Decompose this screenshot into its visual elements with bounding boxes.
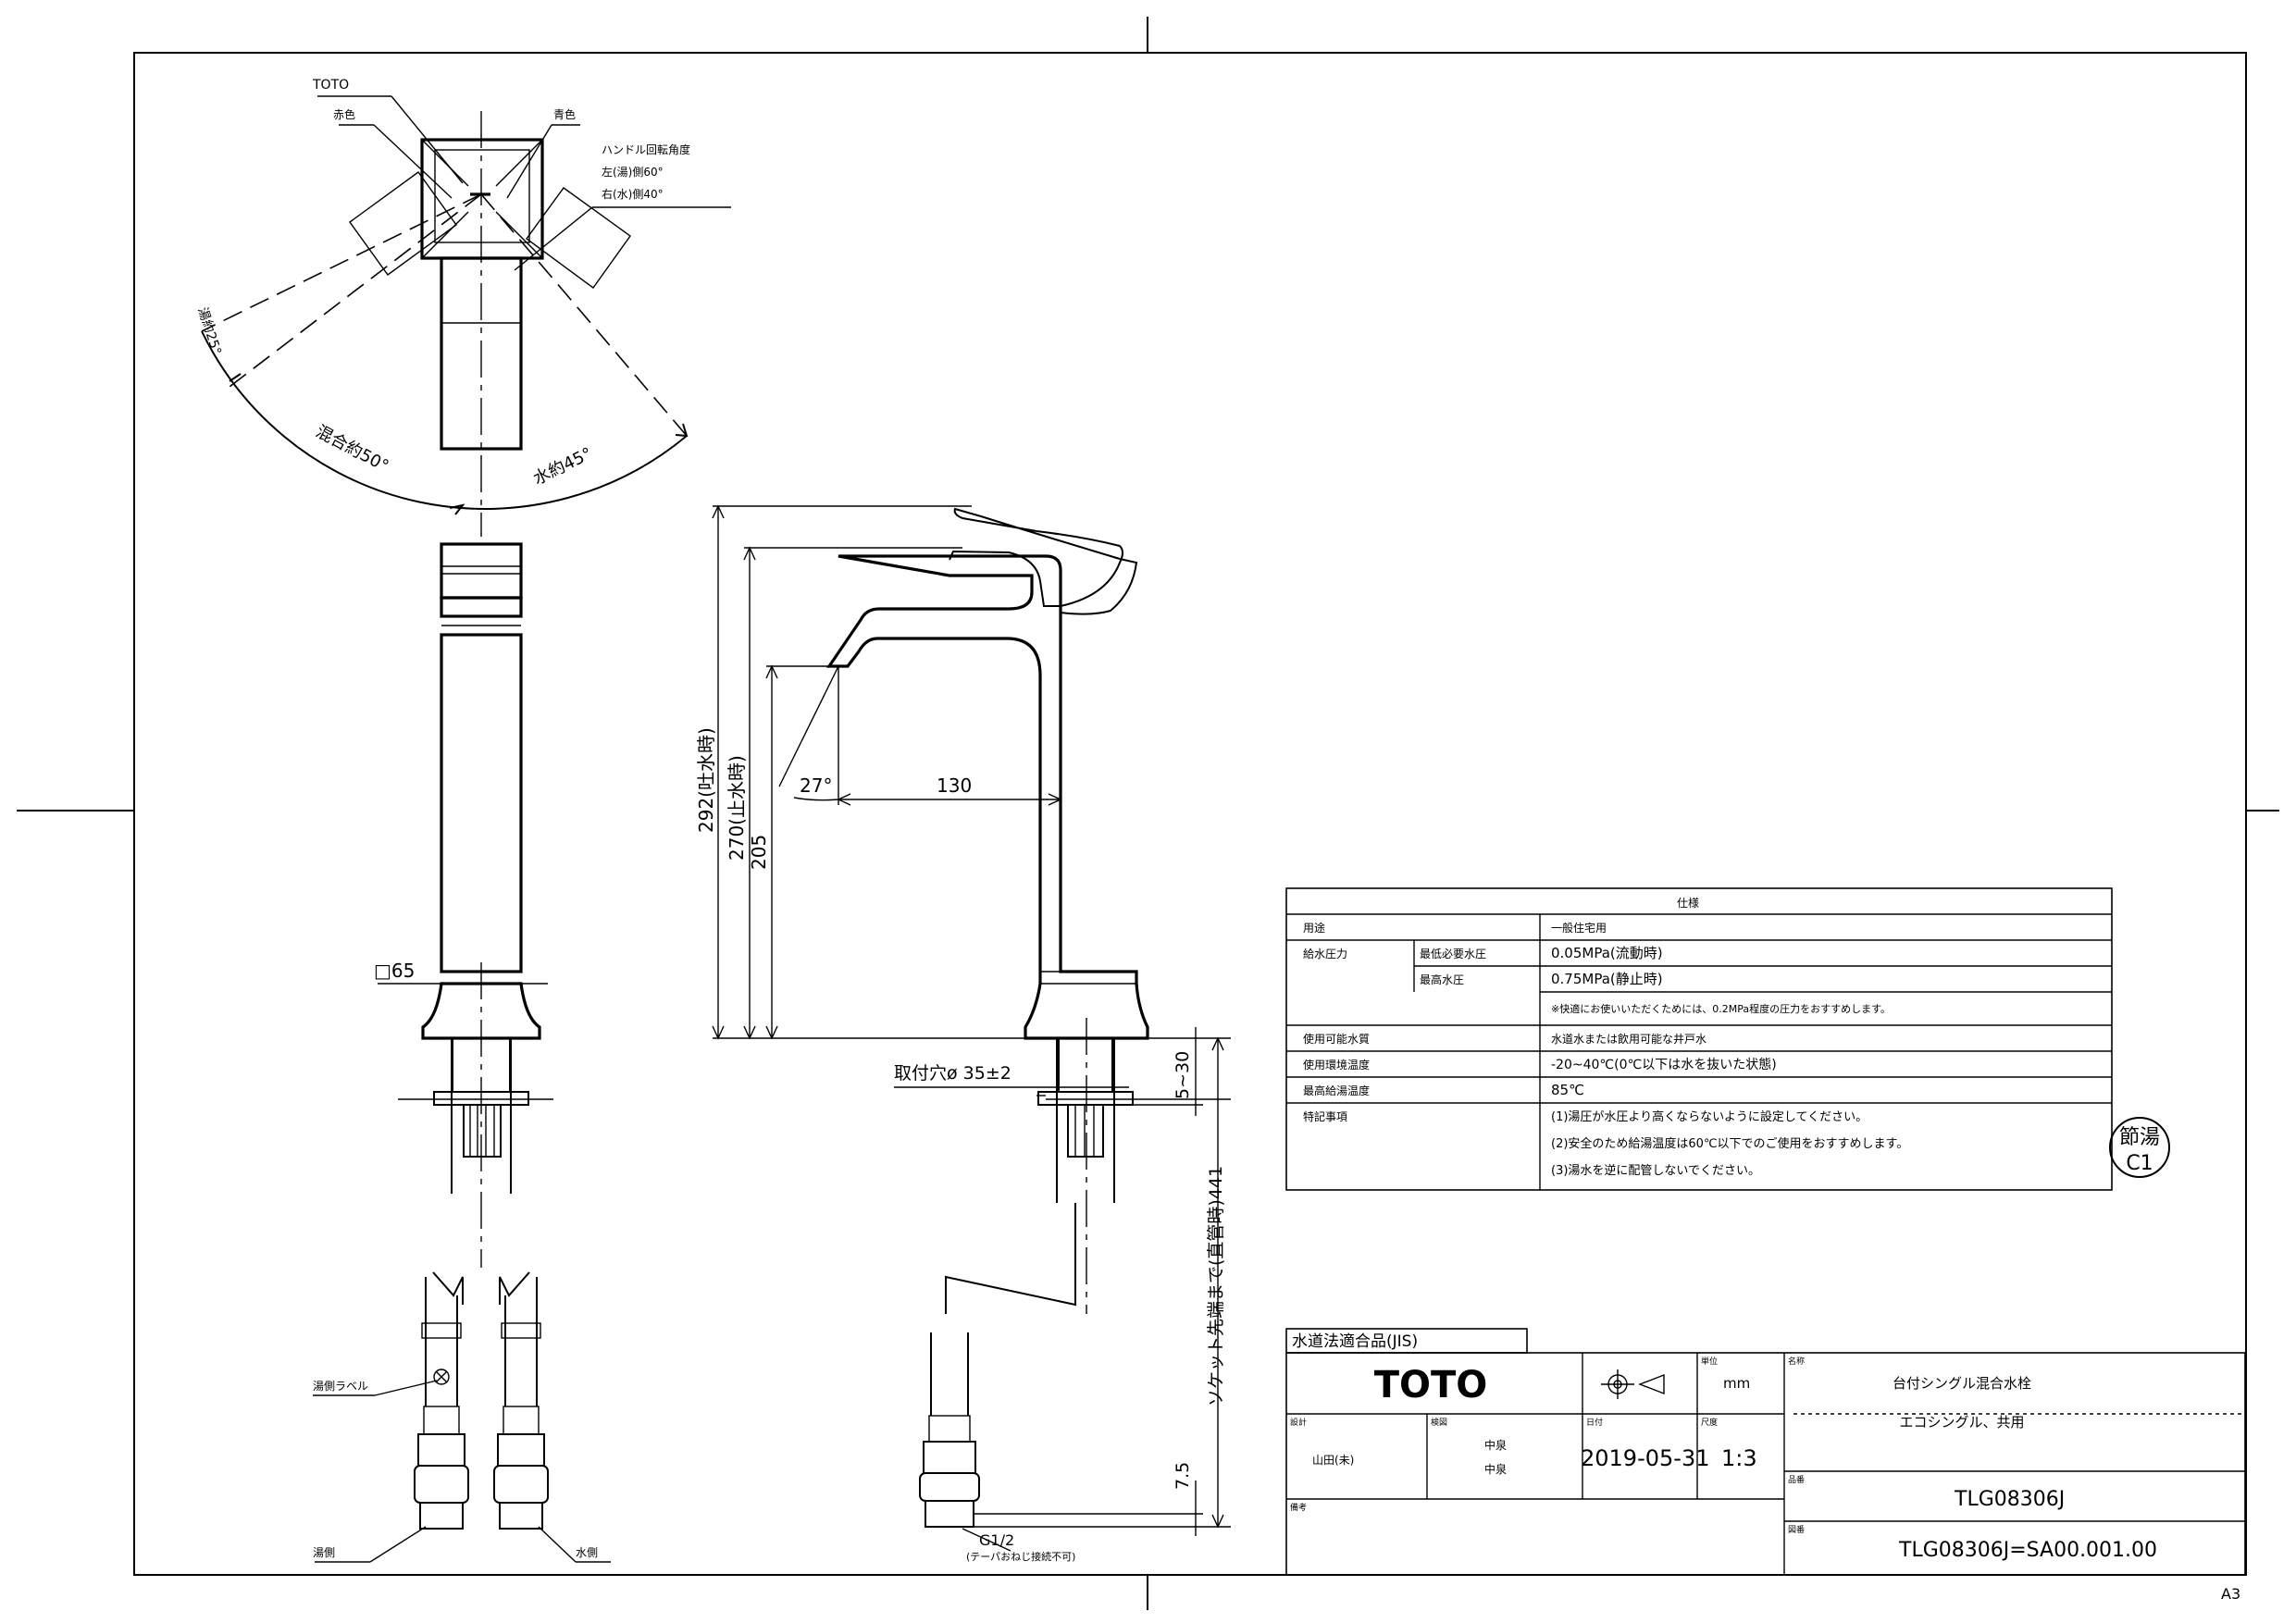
thread-label: G1/2 bbox=[979, 1531, 1014, 1549]
spec-sub-1: 最低必要水圧 bbox=[1420, 948, 1486, 960]
badge-bottom: C1 bbox=[2126, 1152, 2153, 1175]
spec-label-6: 最高給湯温度 bbox=[1303, 1084, 1370, 1097]
model-number: TLG08306J bbox=[1954, 1488, 2065, 1511]
scale-value: 1:3 bbox=[1721, 1445, 1757, 1471]
company-logo: TOTO bbox=[1374, 1364, 1488, 1406]
water-saving-badge bbox=[2109, 1117, 2170, 1178]
spec-label-1: 給水圧力 bbox=[1303, 948, 1347, 960]
dim-292: 292(吐水時) bbox=[695, 727, 717, 833]
model-label: 品番 bbox=[1788, 1474, 1805, 1485]
dim-205: 205 bbox=[748, 835, 770, 870]
spec-label-7: 特記事項 bbox=[1303, 1109, 1347, 1123]
hot-angle-label: 湯約25° bbox=[194, 305, 224, 356]
remark-label: 備考 bbox=[1290, 1502, 1307, 1513]
spec-value-8: (2)安全のため給湯温度は60℃以下でのご使用をおすすめします。 bbox=[1551, 1136, 1908, 1151]
sheet-size-label: A3 bbox=[2221, 1585, 2240, 1603]
mix-angle-label: 混合約50° bbox=[313, 422, 392, 477]
top-view bbox=[201, 95, 731, 537]
spec-value-3: ※快適にお使いいただくためには、0.2MPa程度の圧力をおすすめします。 bbox=[1551, 1002, 1891, 1015]
date-label: 日付 bbox=[1586, 1418, 1603, 1428]
dim-7-5: 7.5 bbox=[1173, 1462, 1193, 1490]
spec-value-1: 0.05MPa(流動時) bbox=[1551, 945, 1663, 961]
spec-value-5: -20~40℃(0℃以下は水を抜いた状態) bbox=[1551, 1058, 1777, 1072]
top-red-label: 赤色 bbox=[333, 108, 355, 121]
spec-title: 仕様 bbox=[1677, 897, 1699, 910]
socket-dim-label: ソケット先端まで(直管時)441 bbox=[1206, 1166, 1226, 1406]
dim-270: 270(止水時) bbox=[726, 755, 748, 861]
jis-label: 水道法適合品(JIS) bbox=[1292, 1332, 1418, 1351]
checker-2: 中泉 bbox=[1484, 1462, 1507, 1476]
hot-side-label: 湯側 bbox=[313, 1546, 335, 1559]
front-view bbox=[313, 542, 611, 1563]
spec-sub-2: 最高水圧 bbox=[1420, 973, 1464, 986]
product-name: 台付シングル混合水栓 bbox=[1893, 1375, 2031, 1392]
top-brand-label: TOTO bbox=[312, 78, 349, 93]
width-dim-label: □65 bbox=[374, 960, 415, 982]
name-label: 名称 bbox=[1788, 1356, 1805, 1367]
unit-value: mm bbox=[1723, 1375, 1750, 1392]
thread-note: (テーパおねじ接続不可) bbox=[966, 1550, 1075, 1563]
hole-dim-label: 取付穴ø 35±2 bbox=[894, 1063, 1011, 1084]
angle-27: 27° bbox=[800, 774, 832, 797]
rotation-right: 右(水)側40° bbox=[602, 187, 664, 201]
sheet-frame bbox=[17, 17, 2279, 1610]
spec-label-0: 用途 bbox=[1303, 921, 1325, 935]
spec-value-4: 水道水または飲用可能な井戸水 bbox=[1551, 1032, 1706, 1046]
hot-label-callout: 湯側ラベル bbox=[313, 1380, 368, 1393]
top-blue-label: 青色 bbox=[553, 108, 576, 121]
product-series: エコシングル、共用 bbox=[1899, 1414, 2024, 1431]
check-label: 検図 bbox=[1431, 1417, 1447, 1428]
title-block-grid bbox=[1285, 1328, 2246, 1576]
spec-value-7: (1)湯圧が水圧より高くならないように設定してください。 bbox=[1551, 1109, 1868, 1124]
spec-label-5: 使用環境温度 bbox=[1303, 1058, 1370, 1072]
drawing-number: TLG08306J=SA00.001.00 bbox=[1898, 1539, 2157, 1562]
spec-value-6: 85℃ bbox=[1551, 1082, 1584, 1098]
spec-value-0: 一般住宅用 bbox=[1551, 921, 1607, 935]
checker-1: 中泉 bbox=[1484, 1438, 1507, 1452]
spec-label-4: 使用可能水質 bbox=[1303, 1032, 1370, 1046]
dim-130: 130 bbox=[937, 774, 972, 797]
date-value: 2019-05-31 bbox=[1581, 1445, 1709, 1471]
unit-label: 単位 bbox=[1701, 1356, 1718, 1367]
dim-5-30: 5~30 bbox=[1173, 1051, 1193, 1099]
cold-side-label: 水側 bbox=[576, 1546, 598, 1559]
badge-top: 節湯 bbox=[2119, 1126, 2160, 1149]
side-view bbox=[712, 504, 1231, 1552]
designer-name: 山田(未) bbox=[1312, 1454, 1354, 1467]
drawing-label: 図番 bbox=[1788, 1524, 1805, 1535]
rotation-left: 左(湯)側60° bbox=[602, 165, 664, 179]
spec-table-grid bbox=[1285, 887, 2113, 1191]
cold-angle-label: 水約45° bbox=[530, 444, 595, 489]
spec-value-2: 0.75MPa(静止時) bbox=[1551, 971, 1663, 987]
rotation-title: ハンドル回転角度 bbox=[602, 142, 690, 156]
spec-value-9: (3)湯水を逆に配管しないでください。 bbox=[1551, 1163, 1760, 1178]
design-label: 設計 bbox=[1290, 1417, 1307, 1428]
scale-label: 尺度 bbox=[1701, 1417, 1718, 1428]
